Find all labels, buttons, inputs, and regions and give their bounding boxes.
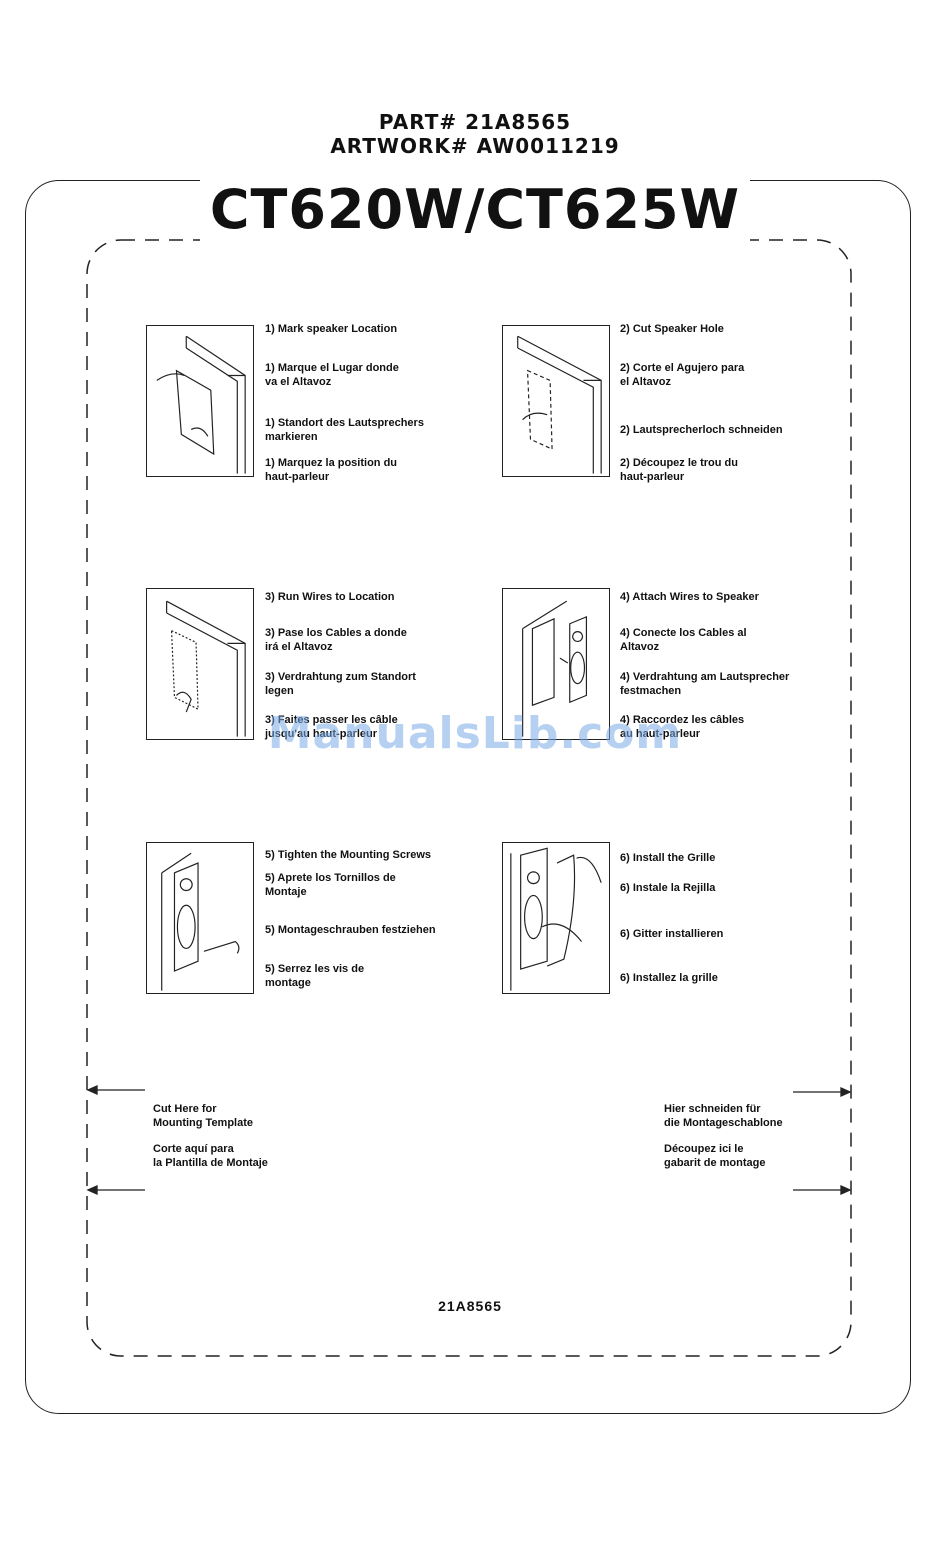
footer-part-code: 21A8565: [438, 1298, 502, 1314]
cut-left-en: Cut Here for Mounting Template: [153, 1103, 254, 1129]
step-3-de: 3) Verdrahtung zum Standort legen: [265, 671, 416, 697]
step-3-en: 3) Run Wires to Location: [265, 591, 395, 603]
step-5-fr: 5) Serrez les vis de montage: [265, 963, 365, 989]
step-2-en: 2) Cut Speaker Hole: [620, 323, 724, 335]
step-1-de: 1) Standort des Lautsprechers markieren: [265, 417, 424, 443]
cut-left-es: Corte aquí para la Plantilla de Montaje: [153, 1143, 268, 1169]
step-5-de: 5) Montageschrauben festziehen: [265, 924, 436, 936]
step-2-de: 2) Lautsprecherloch schneiden: [620, 424, 783, 436]
mark-location-illustration: [146, 325, 254, 477]
cut-arrows: [86, 1084, 852, 1196]
cut-right-de: Hier schneiden für die Montageschablone: [664, 1103, 783, 1129]
step-4-en: 4) Attach Wires to Speaker: [620, 591, 759, 603]
step-3-es: 3) Pase los Cables a donde irá el Altavo…: [265, 627, 407, 653]
run-wires-illustration: [146, 588, 254, 740]
watermark: ManualsLib.com: [267, 708, 683, 759]
install-grille-illustration: [502, 842, 610, 994]
step-4-fr: 4) Raccordez les câbles au haut-parleur: [620, 714, 745, 740]
tighten-screws-illustration: [146, 842, 254, 994]
attach-wires-illustration: [502, 588, 610, 740]
step-1-fr: 1) Marquez la position du haut-parleur: [265, 457, 398, 483]
step-6-fr: 6) Installez la grille: [620, 972, 718, 984]
step-6-de: 6) Gitter installieren: [620, 928, 724, 940]
artwork-number: ARTWORK# AW0011219: [330, 134, 620, 158]
step-6-es: 6) Instale la Rejilla: [620, 882, 716, 894]
cut-right-fr: Découpez ici le gabarit de montage: [664, 1143, 766, 1169]
step-2-es: 2) Corte el Agujero para el Altavoz: [620, 362, 745, 388]
step-3-fr: 3) Faites passer les câble jusqu'au haut…: [265, 714, 398, 740]
step-4-es: 4) Conecte los Cables al Altavoz: [620, 627, 747, 653]
cut-hole-illustration: [502, 325, 610, 477]
step-1-en: 1) Mark speaker Location: [265, 323, 398, 335]
step-5-en: 5) Tighten the Mounting Screws: [265, 849, 432, 861]
step-4-de: 4) Verdrahtung am Lautsprecher festmache…: [620, 671, 790, 697]
model-title-text: CT620W/CT625W: [199, 178, 751, 241]
step-1-es: 1) Marque el Lugar donde va el Altavoz: [265, 362, 399, 388]
step-2-fr: 2) Découpez le trou du haut-parleur: [620, 457, 738, 483]
part-number: PART# 21A8565: [378, 110, 572, 134]
step-6-en: 6) Install the Grille: [620, 852, 716, 864]
model-title: CT620W/CT625W: [0, 178, 950, 241]
step-5-es: 5) Aprete los Tornillos de Montaje: [265, 872, 396, 898]
